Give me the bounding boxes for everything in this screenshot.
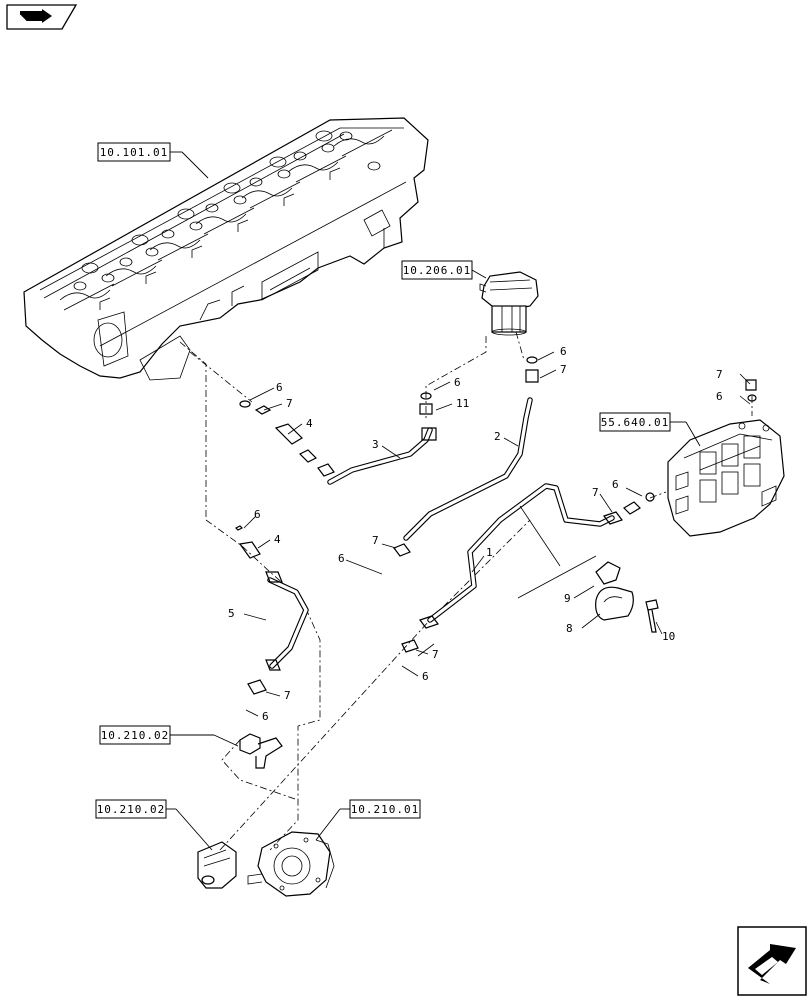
ecu-module [667,419,785,537]
ref-label-cylinder-head: 10.101.01 [100,146,169,159]
callout-8: 8 [566,622,573,635]
callout-9: 9 [564,592,571,605]
book-arrow-icon[interactable] [6,4,78,30]
callout-4: 4 [306,417,313,430]
callout-7: 7 [560,363,567,376]
ref-label-fuel-pump-a: 10.210.02 [97,803,166,816]
ref-box-ecu[interactable]: 55.640.01 [599,412,701,447]
ref-box-cylinder-head[interactable]: 10.101.01 [97,142,209,179]
next-page-arrow-icon[interactable] [737,926,807,996]
ref-box-fuel-filter[interactable]: 10.206.01 [401,260,487,280]
callout-leaders [243,351,751,717]
callout-6: 6 [262,710,269,723]
fuel-filter [479,271,539,336]
ref-label-fuel-pump-c: 10.210.01 [351,803,420,816]
fuel-pipes [267,397,615,669]
callout-10: 10 [662,630,675,643]
callout-6: 6 [716,390,723,403]
callout-4: 4 [274,533,281,546]
callout-6: 6 [254,508,261,521]
callout-6: 6 [560,345,567,358]
callout-6: 6 [338,552,345,565]
callout-7: 7 [372,534,379,547]
callout-11: 11 [456,397,469,410]
callout-6: 6 [454,376,461,389]
callout-6: 6 [422,670,429,683]
callout-7: 7 [432,648,439,661]
elbow-fitting [239,733,283,769]
callout-3: 3 [372,438,379,451]
fittings [234,356,757,695]
callout-7: 7 [284,689,291,702]
callout-numbers: 6 7 6 11 2 6 7 4 3 7 6 7 6 6 4 5 7 6 1 9… [228,345,723,723]
ref-box-fuel-pump-b[interactable]: 10.210.02 [99,725,239,747]
callout-5: 5 [228,607,235,620]
ref-label-fuel-filter: 10.206.01 [403,264,472,277]
cylinder-head [23,117,429,381]
clamp-parts [517,505,659,633]
callout-6: 6 [612,478,619,491]
callout-7: 7 [716,368,723,381]
callout-7: 7 [592,486,599,499]
callout-7: 7 [286,397,293,410]
fuel-pump [197,831,335,897]
ref-box-fuel-pump-c[interactable]: 10.210.01 [315,799,421,841]
callout-6: 6 [276,381,283,394]
ref-box-fuel-pump-a[interactable]: 10.210.02 [95,799,213,851]
callout-2: 2 [494,430,501,443]
ref-label-ecu: 55.640.01 [601,416,670,429]
ref-label-fuel-pump-b: 10.210.02 [101,729,170,742]
callout-1: 1 [486,546,493,559]
